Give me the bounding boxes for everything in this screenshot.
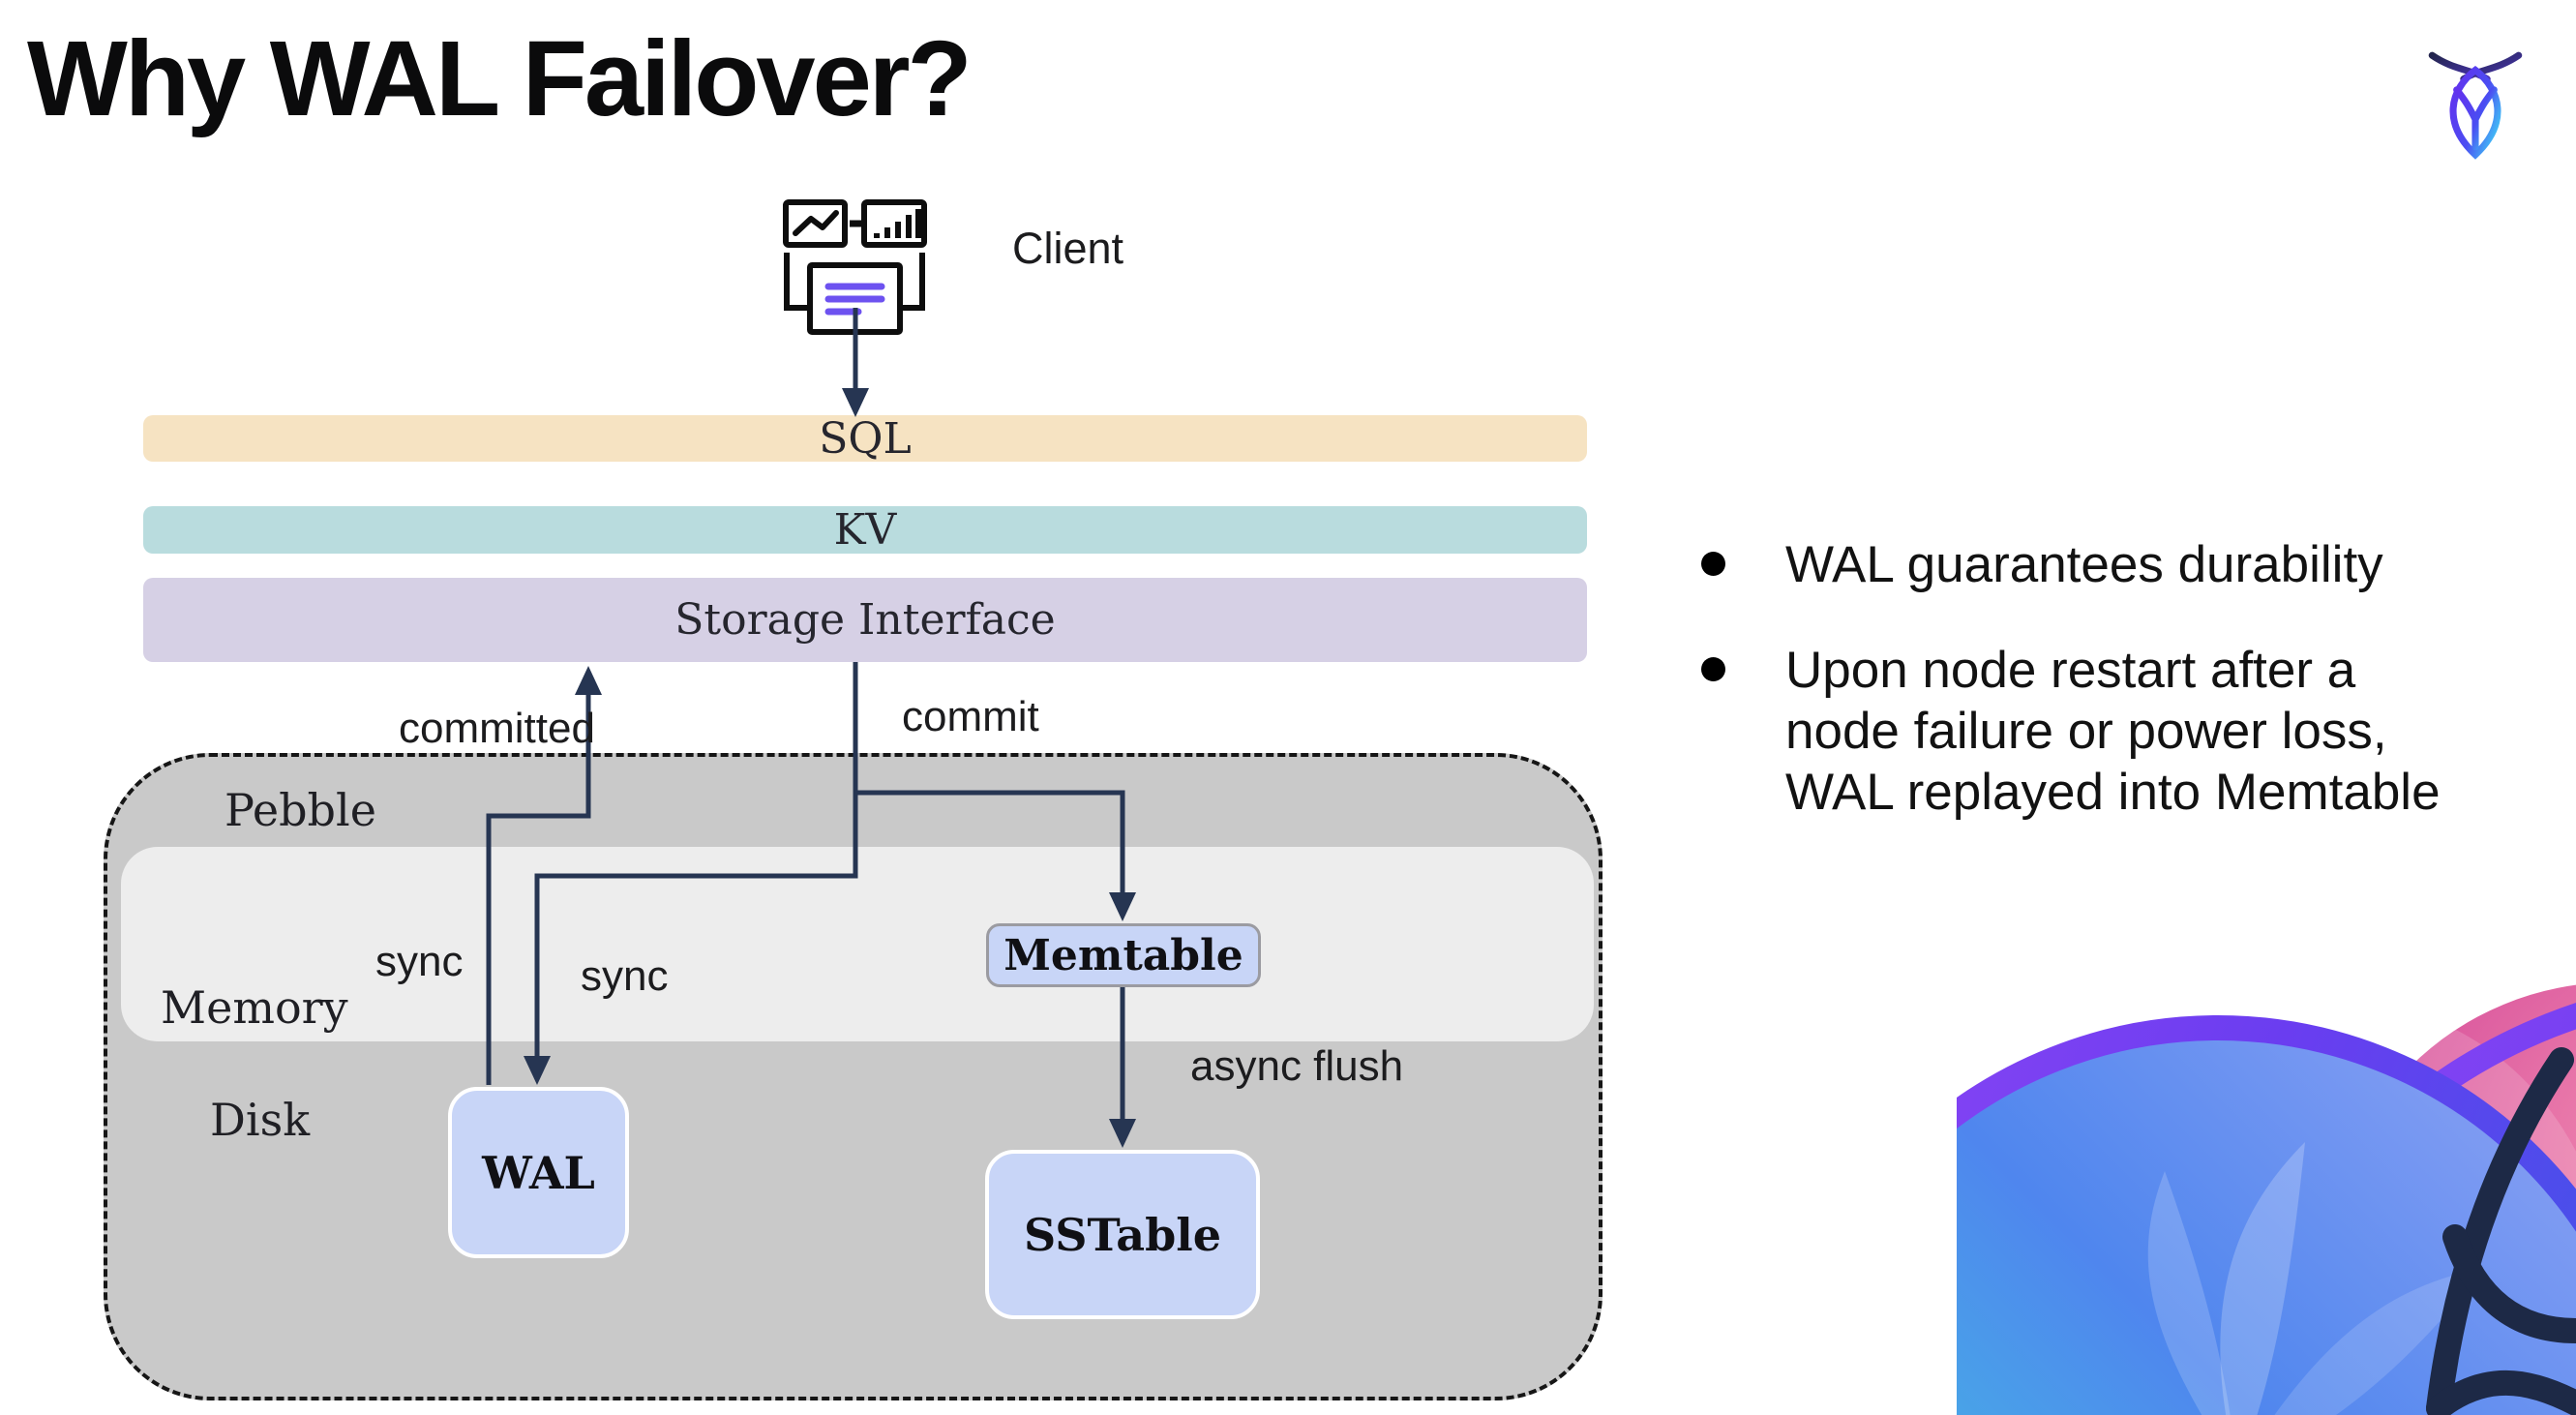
purple-ring-left <box>1957 1015 2576 1233</box>
navy-veins <box>2426 1047 2576 1415</box>
memtable-box: Memtable <box>986 923 1261 987</box>
commit-label: commit <box>902 693 1039 740</box>
document-text-lines <box>824 283 885 316</box>
blue-petal-2 <box>2147 1171 2231 1415</box>
bullet-dot <box>1701 657 1725 681</box>
layer-sql-label: SQL <box>819 413 912 464</box>
bullet-text: Upon node restart after a <box>1785 642 2356 699</box>
wal-label: WAL <box>482 1146 595 1199</box>
async-flush-label: async flush <box>1190 1042 1404 1090</box>
layer-kv: KV <box>143 505 1587 555</box>
bullet-dot <box>1701 552 1725 576</box>
layer-sql: SQL <box>143 413 1587 464</box>
bar-chart-glyph <box>874 209 921 238</box>
blue-petal-1 <box>2220 1142 2305 1415</box>
layer-storage-label: Storage Interface <box>674 595 1056 645</box>
committed-label: committed <box>399 705 595 752</box>
memory-label: Memory <box>161 981 348 1034</box>
document-icon <box>807 262 903 335</box>
pebble-label: Pebble <box>225 784 376 836</box>
memtable-label: Memtable <box>1003 930 1243 980</box>
cockroachdb-logo <box>2428 51 2523 160</box>
bullet-item: WAL guarantees durability <box>1701 534 2533 595</box>
line-chart-glyph <box>793 210 839 236</box>
line-chart-icon <box>783 199 848 248</box>
client-label: Client <box>1012 224 1124 273</box>
sstable-box: SSTable <box>985 1150 1260 1319</box>
bullet-text: node failure or power loss, <box>1785 703 2387 760</box>
bracket-left <box>784 253 807 311</box>
bullet-item: Upon node restart after a node failure o… <box>1701 640 2533 823</box>
layer-storage-interface: Storage Interface <box>143 578 1587 662</box>
bullet-text: WAL replayed into Memtable <box>1785 764 2441 821</box>
bar-chart-icon <box>861 199 927 248</box>
blue-sphere <box>1957 1026 2576 1415</box>
wal-box: WAL <box>448 1087 629 1258</box>
client-devices-icon <box>783 199 927 335</box>
committed-arrowhead <box>575 666 602 695</box>
bracket-right <box>902 253 925 311</box>
bullet-text: WAL guarantees durability <box>1785 536 2383 593</box>
blue-petal-3 <box>2274 1268 2484 1415</box>
sync-down-label: sync <box>581 952 669 1000</box>
layer-kv-label: KV <box>833 505 897 555</box>
sstable-label: SSTable <box>1024 1208 1221 1261</box>
sync-up-label: sync <box>375 938 464 985</box>
brand-artwork <box>1957 984 2576 1415</box>
page-title: Why WAL Failover? <box>27 19 973 138</box>
client-to-sql-arrowhead <box>842 388 869 417</box>
logo-veins <box>2453 86 2498 151</box>
disk-label: Disk <box>210 1094 311 1146</box>
bullet-list: WAL guarantees durability Upon node rest… <box>1701 534 2533 867</box>
